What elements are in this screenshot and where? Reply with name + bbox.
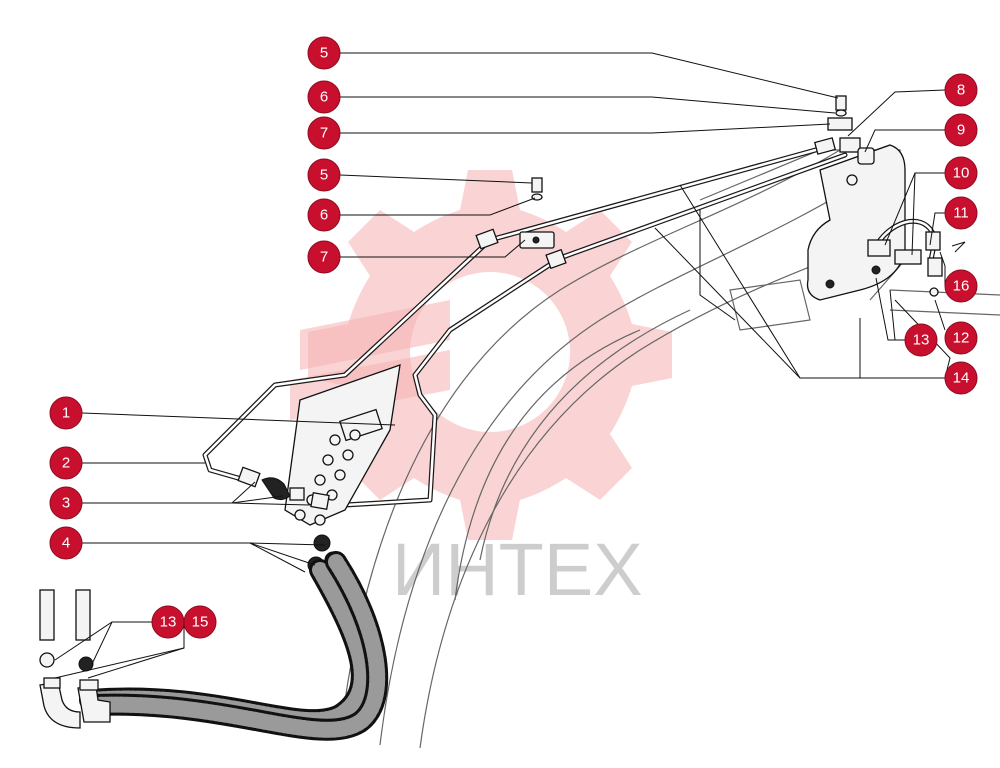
boom-mount-plate <box>806 144 906 301</box>
svg-text:7: 7 <box>320 125 328 142</box>
svg-text:6: 6 <box>320 89 328 106</box>
svg-text:14: 14 <box>953 370 970 387</box>
svg-text:9: 9 <box>957 122 965 139</box>
boom-head-fittings <box>475 95 875 270</box>
svg-text:10: 10 <box>953 165 970 182</box>
callouts: 5 6 7 5 6 7 8 9 10 11 16 12 13 14 1 2 3 … <box>49 36 978 639</box>
leader-lines <box>54 52 951 679</box>
flexible-hoses <box>79 551 389 741</box>
callout-13: 13 <box>151 605 185 639</box>
callout-7: 7 <box>307 116 341 150</box>
callout-13: 13 <box>904 323 938 357</box>
svg-text:11: 11 <box>953 205 969 222</box>
callout-11: 11 <box>944 196 978 230</box>
boom-outline <box>339 149 1000 749</box>
callout-6: 6 <box>307 198 341 232</box>
svg-text:2: 2 <box>62 455 70 472</box>
cylinder-fittings <box>867 218 966 297</box>
callout-16: 16 <box>944 269 978 303</box>
svg-text:1: 1 <box>62 405 70 422</box>
callout-3: 3 <box>49 486 83 520</box>
callout-1: 1 <box>49 396 83 430</box>
svg-text:16: 16 <box>953 278 970 295</box>
svg-text:13: 13 <box>160 614 177 631</box>
watermark: ИНТЕХ <box>290 170 672 611</box>
svg-text:15: 15 <box>192 614 209 631</box>
callout-7: 7 <box>307 240 341 274</box>
callout-15: 15 <box>183 605 217 639</box>
svg-text:6: 6 <box>320 207 328 224</box>
svg-text:8: 8 <box>957 82 965 99</box>
callout-14: 14 <box>944 361 978 395</box>
svg-text:5: 5 <box>320 167 328 184</box>
svg-text:7: 7 <box>320 249 328 266</box>
watermark-text: ИНТЕХ <box>392 528 643 611</box>
svg-text:5: 5 <box>320 45 328 62</box>
callout-10: 10 <box>944 156 978 190</box>
callout-2: 2 <box>49 446 83 480</box>
callout-6: 6 <box>307 80 341 114</box>
callout-4: 4 <box>49 526 83 560</box>
callout-8: 8 <box>944 73 978 107</box>
svg-text:13: 13 <box>913 332 930 349</box>
hose-end-fittings <box>39 589 111 729</box>
callout-5: 5 <box>307 158 341 192</box>
svg-text:4: 4 <box>62 535 70 552</box>
callout-12: 12 <box>944 321 978 355</box>
valve-fittings <box>237 466 342 574</box>
svg-text:3: 3 <box>62 495 70 512</box>
callout-9: 9 <box>944 113 978 147</box>
valve-block <box>284 364 401 526</box>
svg-text:12: 12 <box>953 330 970 347</box>
callout-5: 5 <box>307 36 341 70</box>
valve-bolts <box>294 429 361 526</box>
